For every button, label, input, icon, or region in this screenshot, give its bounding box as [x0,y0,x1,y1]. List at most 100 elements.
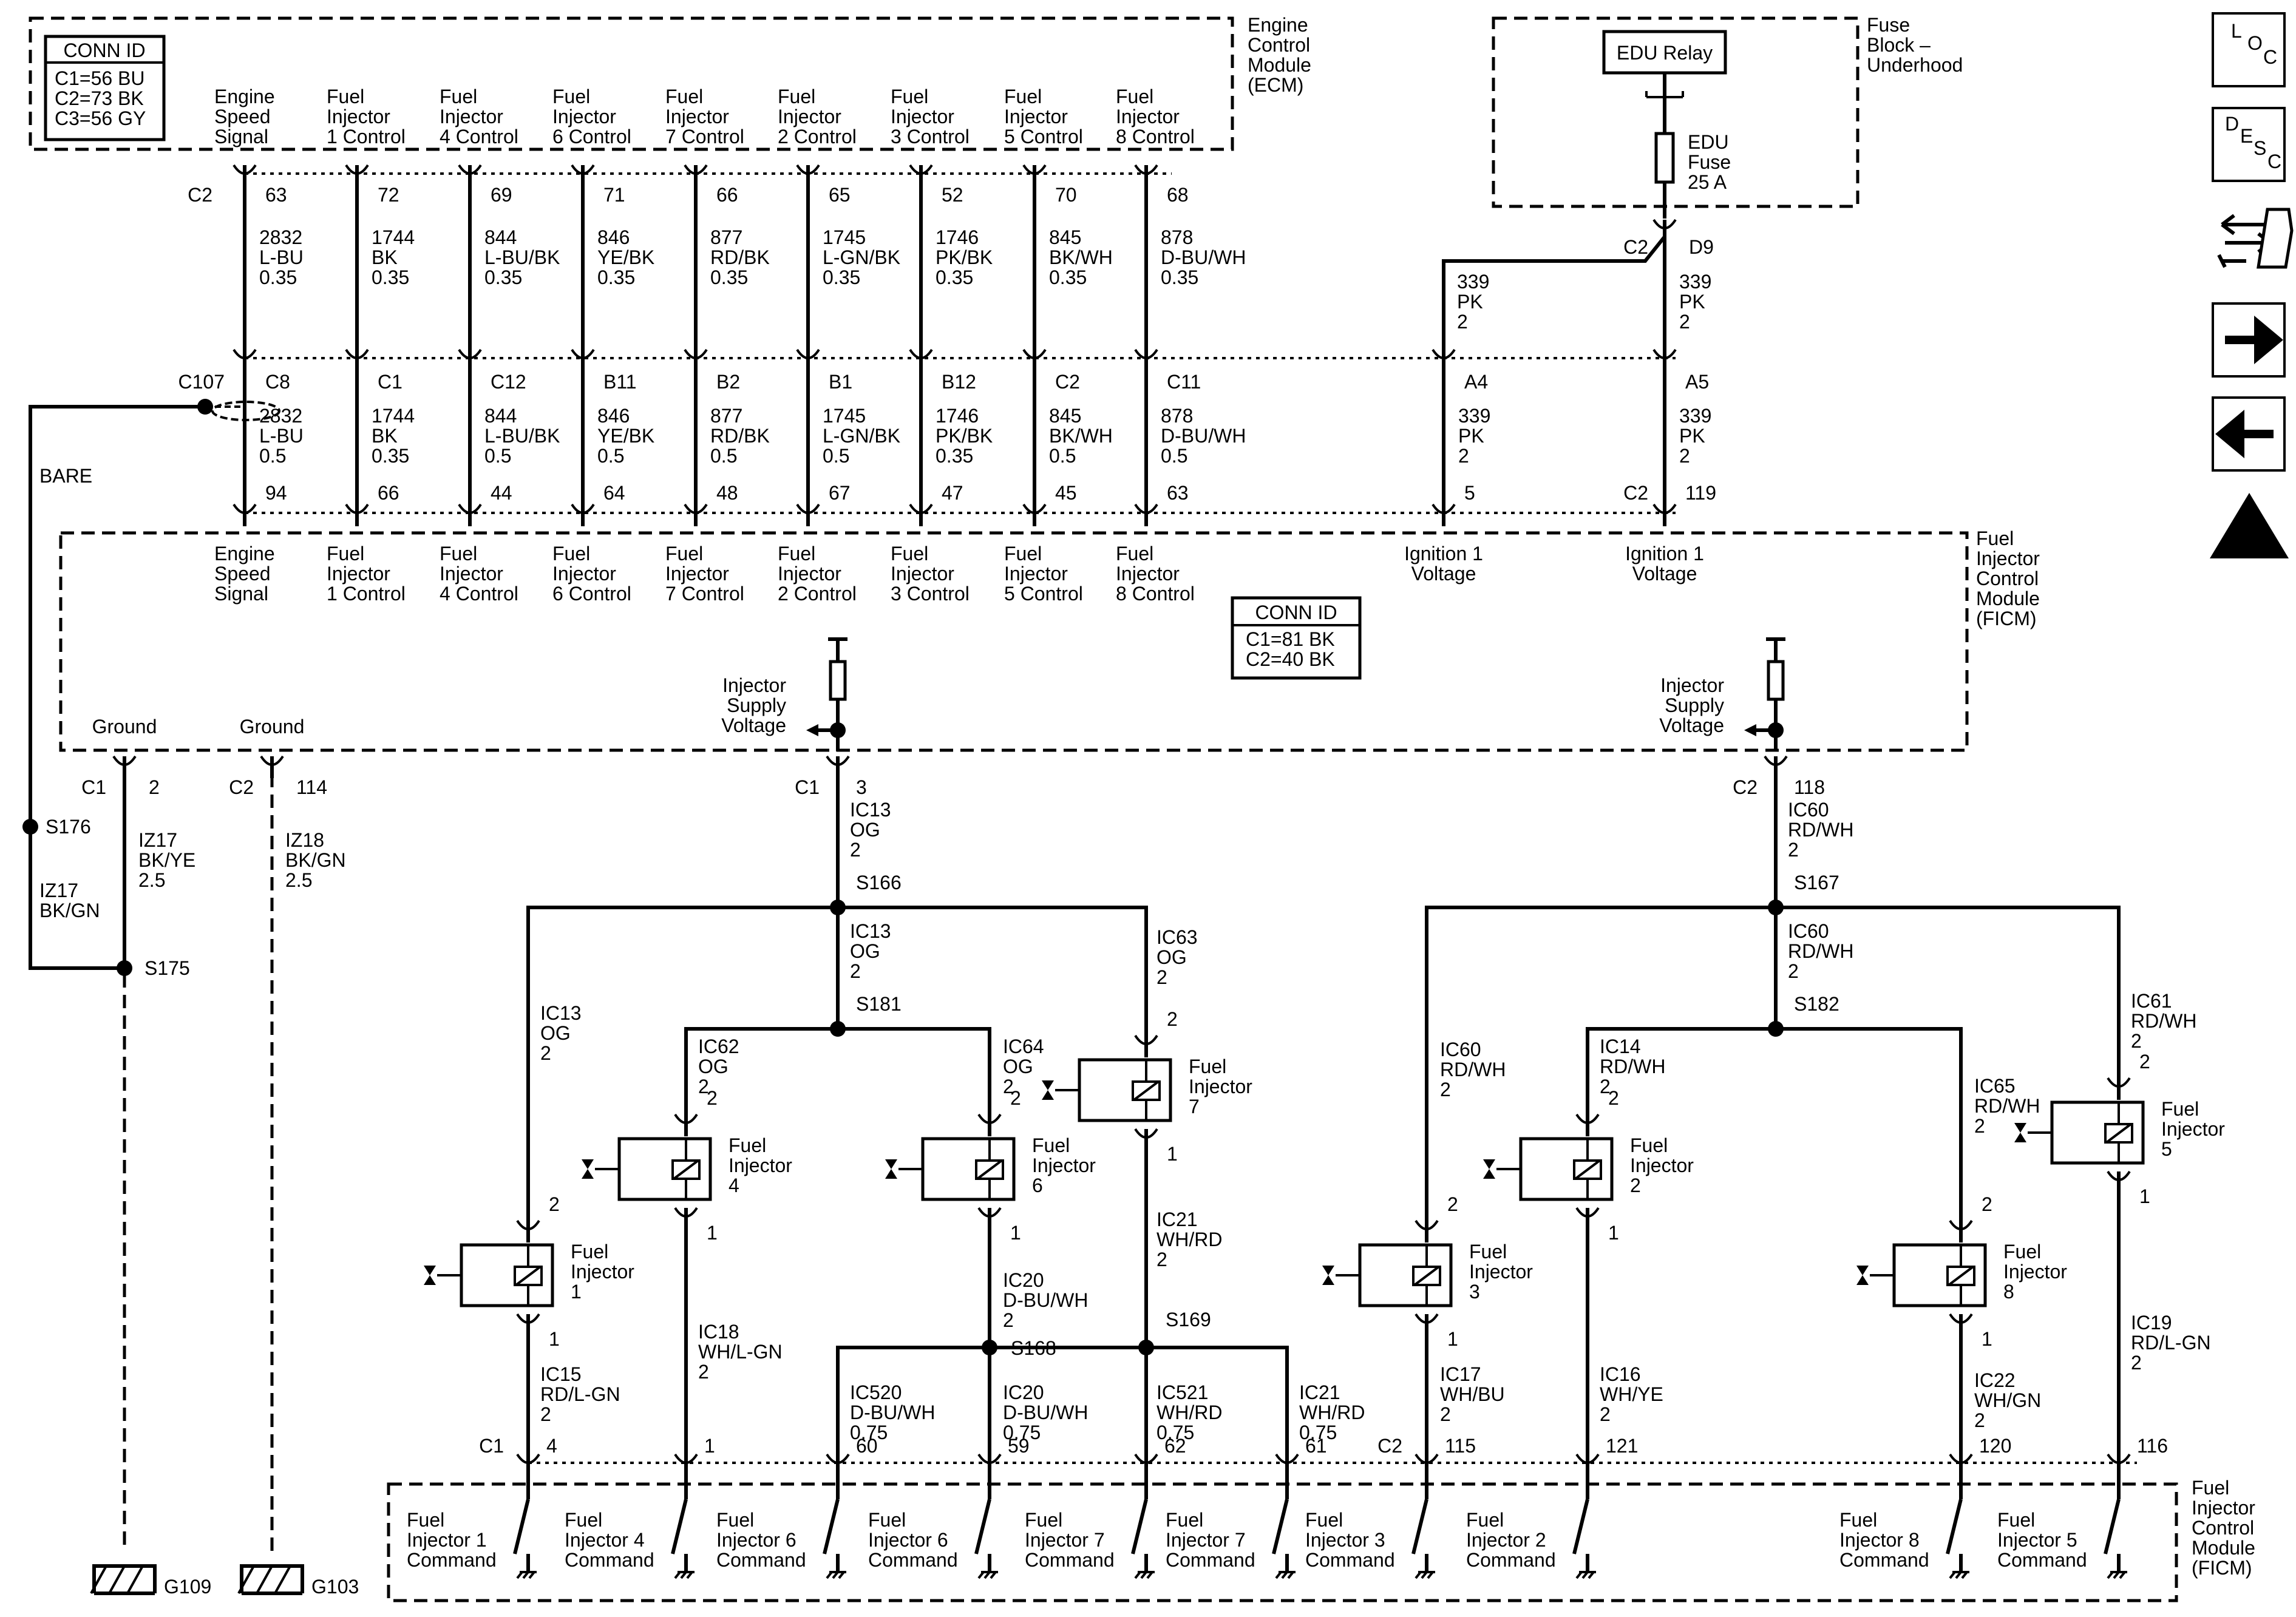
edu-relay-box [1602,30,1727,75]
ic521-label: WH/RD [1156,1402,1222,1423]
inj5-out-label: IC19 [2131,1312,2172,1334]
injector-valve [424,1275,436,1285]
supply-pin: 118 [1794,776,1825,798]
bank-right-label: IC60 [1788,920,1829,942]
c107-wire-label: 877 [710,405,742,427]
bank-right-label: 2 [1788,839,1799,861]
supply-label: Voltage [721,714,786,736]
c107-wire-label: 0.5 [710,445,737,467]
inj6-out-label: IC20 [1003,1269,1044,1291]
ecm-pin-label: Engine [214,86,275,107]
injector-pin: 1 [1447,1328,1458,1350]
obd-button[interactable] [2210,493,2289,558]
injector-valve [1856,1275,1869,1285]
injector-name: 1 [571,1281,582,1303]
c107-wire-label: 0.5 [1161,445,1187,467]
bare-drain-wire [29,405,205,970]
ficm-pin-label: Fuel [440,543,477,564]
s176-label: S176 [46,816,91,838]
command-ground-hatch [1275,1571,1282,1579]
ficm-top-pin: 5 [1464,482,1475,504]
inj6-in-label: IC64 [1003,1036,1044,1057]
inj3-in-label: RD/WH [1440,1059,1506,1080]
loc-button[interactable] [2212,12,2286,87]
injector-pin: 2 [1982,1193,1992,1215]
inj1-in-label: OG [540,1022,571,1044]
inj5-in-label: RD/WH [2131,1010,2196,1032]
injector-coil [976,1159,1003,1180]
command-label: Injector 8 [1839,1529,1920,1551]
ecm-pin-label: 8 Control [1116,126,1195,147]
feed-wire-label: 339 [1457,271,1489,293]
iz18-label: BK/GN [285,849,346,871]
c107-wire-label: BK [372,425,398,447]
command-pin: 115 [1445,1435,1476,1457]
feed-wire-label-lower: PK [1458,425,1484,447]
ficm-pin-label: Fuel [891,543,928,564]
command-label: Command [1025,1549,1115,1571]
ficm-top-pin: 48 [716,482,738,504]
ecm-name: Engine [1248,14,1308,36]
obd-label: OBD II [2220,538,2278,560]
command-switch [1272,1499,1289,1554]
c107-wire-label: YE/BK [597,425,654,447]
feed-wire-label-lower: 339 [1458,405,1490,427]
ficm-name: Control [1976,568,2039,589]
ground-pin: 2 [149,776,160,798]
inj8-in-label: RD/WH [1974,1095,2040,1117]
bare-wire-label: BARE [39,465,92,487]
ficm-pin-label: Signal [214,583,268,605]
ficm-name: Injector [1976,547,2040,569]
bank-right-label: RD/WH [1788,940,1853,962]
ficm-conn-id-lines: C1=81 BK [1246,628,1335,650]
s166-label: S166 [856,872,902,893]
injector-name: Injector [1630,1154,1694,1176]
ecm-pin-label: Fuel [552,86,590,107]
inj3-out-label: WH/BU [1440,1383,1505,1405]
command-label: Fuel [1997,1509,2035,1531]
injector-name: 5 [2161,1138,2172,1160]
injector-pin: 1 [1608,1222,1619,1244]
ficm-pin-label: Fuel [1116,543,1153,564]
ficm-pin-label: 5 Control [1004,583,1083,605]
inj4-in-label: OG [698,1056,729,1077]
supply-label: Injector [722,674,786,696]
ic21-label: WH/RD [1299,1402,1365,1423]
fuel-injector-7 [1078,1058,1172,1122]
ficm-top-pin: 63 [1167,482,1189,504]
connector-view-icon[interactable] [2217,208,2294,269]
inj1-out-label: RD/L-GN [540,1383,620,1405]
inj2-in-label: RD/WH [1600,1056,1665,1077]
c107-pin: B1 [829,371,852,393]
command-ground-hatch [2119,1571,2126,1579]
inj4-out-label: WH/L-GN [698,1341,783,1363]
c107-name: C107 [178,371,225,393]
command-switch [823,1499,840,1554]
desc-button[interactable] [2212,107,2286,182]
inj7-in-label: 2 [1156,966,1167,988]
command-ground-hatch [674,1571,681,1579]
injector-name: Fuel [1189,1056,1226,1077]
c107-wire-label: L-GN/BK [823,425,900,447]
injector-pin: 1 [1167,1143,1178,1165]
c107-wire-label: L-BU/BK [484,425,560,447]
feed-wire-label-lower: 339 [1679,405,1711,427]
left-arrow-icon [2215,410,2274,458]
command-switch [1946,1499,1963,1554]
command-label: Command [1466,1549,1556,1571]
command-label: Fuel [1166,1509,1203,1531]
injector-pin: 1 [549,1328,560,1350]
ficm-top-pin: 64 [603,482,625,504]
fuse-conn: C2 [1623,236,1648,258]
command-ground-hatch [1421,1571,1428,1579]
c107-wire-label: 0.35 [372,445,409,467]
ficm-pin-label: 8 Control [1116,583,1195,605]
injector-name: 7 [1189,1096,1200,1117]
ic21-label: IC21 [1299,1381,1340,1403]
ecm-wire-label: BK [372,246,398,268]
ecm-conn-id-title: CONN ID [63,39,145,61]
ecm-pin-label: 2 Control [778,126,857,147]
command-label: Injector 7 [1166,1529,1246,1551]
c107-wire-label: 2832 [259,405,302,427]
ecm-pin-label: Injector [327,106,390,127]
